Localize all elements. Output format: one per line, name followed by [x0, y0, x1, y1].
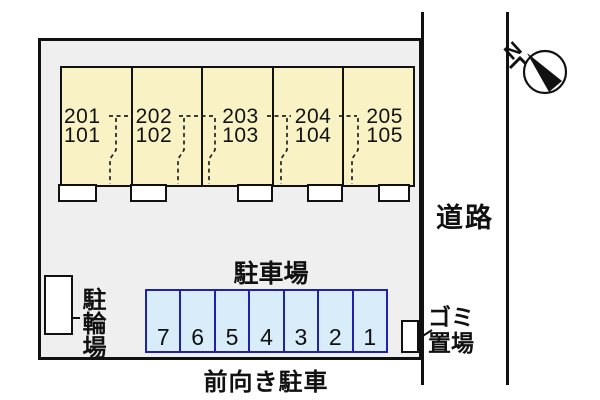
- garbage-label-line1: ゴミ: [428, 304, 474, 330]
- parking-space-number: 7: [156, 324, 170, 350]
- unit-lower-number: 103: [222, 124, 259, 147]
- unit-number-label: 203 103: [222, 105, 259, 147]
- unit-upper-number: 205: [366, 105, 403, 128]
- garbage-area-label: ゴミ 置場: [428, 304, 474, 356]
- parking-lot: 7 6 5 4 3 2 1: [145, 289, 388, 353]
- unit-lower-number: 104: [294, 124, 332, 147]
- bicycle-parking-area: [44, 275, 73, 335]
- entrance-porch: [307, 184, 343, 202]
- unit-number-label: 204 104: [294, 105, 332, 147]
- parking-space-4: 4: [250, 291, 285, 351]
- north-compass-icon: N: [500, 37, 568, 95]
- building-block: 201 101 202 102 203 103 204 104 205: [60, 66, 415, 187]
- parking-space-number: 1: [363, 324, 377, 350]
- unit-number-label: 202 102: [135, 105, 173, 147]
- parking-space-1: 1: [354, 291, 386, 351]
- building-unit-3: 203 103: [203, 68, 274, 185]
- parking-space-number: 6: [191, 324, 205, 350]
- north-arrow-chevron: [508, 55, 528, 70]
- unit-upper-number: 201: [64, 105, 101, 128]
- parking-space-2: 2: [319, 291, 354, 351]
- entrance-porch: [378, 184, 410, 202]
- entrance-porch: [237, 184, 273, 202]
- unit-upper-number: 203: [222, 105, 259, 128]
- unit-upper-number: 204: [294, 105, 332, 128]
- building-unit-2: 202 102: [133, 68, 204, 185]
- building-unit-1: 201 101: [62, 68, 133, 185]
- building-unit-5: 205 105: [344, 68, 413, 185]
- road-edge-line-inner: [421, 12, 424, 385]
- road-edge-line-outer: [506, 12, 509, 385]
- unit-number-label: 205 105: [366, 105, 403, 147]
- parking-space-number: 2: [328, 324, 342, 350]
- parking-space-number: 5: [225, 324, 239, 350]
- entrance-porch: [58, 184, 97, 202]
- north-letter: N: [500, 37, 527, 64]
- entrance-porch: [130, 184, 167, 202]
- parking-space-3: 3: [285, 291, 320, 351]
- building-unit-4: 204 104: [274, 68, 345, 185]
- road-label: 道路: [436, 203, 494, 233]
- front-facing-parking-note: 前向き駐車: [203, 369, 329, 396]
- unit-lower-number: 102: [135, 124, 173, 147]
- parking-space-5: 5: [216, 291, 251, 351]
- bicycle-parking-label: 駐輪場: [78, 287, 105, 359]
- parking-space-6: 6: [181, 291, 216, 351]
- unit-number-label: 201 101: [64, 105, 101, 147]
- garbage-area: [401, 320, 419, 353]
- parking-space-number: 4: [260, 324, 273, 350]
- compass-needle: [527, 53, 562, 92]
- compass-circle: [522, 49, 568, 95]
- unit-lower-number: 101: [64, 124, 101, 147]
- parking-space-7: 7: [147, 291, 182, 351]
- parking-lot-label: 駐車場: [233, 260, 309, 288]
- parking-space-number: 3: [294, 324, 308, 350]
- unit-lower-number: 105: [366, 124, 403, 147]
- unit-upper-number: 202: [135, 105, 173, 128]
- garbage-label-line2: 置場: [428, 330, 474, 356]
